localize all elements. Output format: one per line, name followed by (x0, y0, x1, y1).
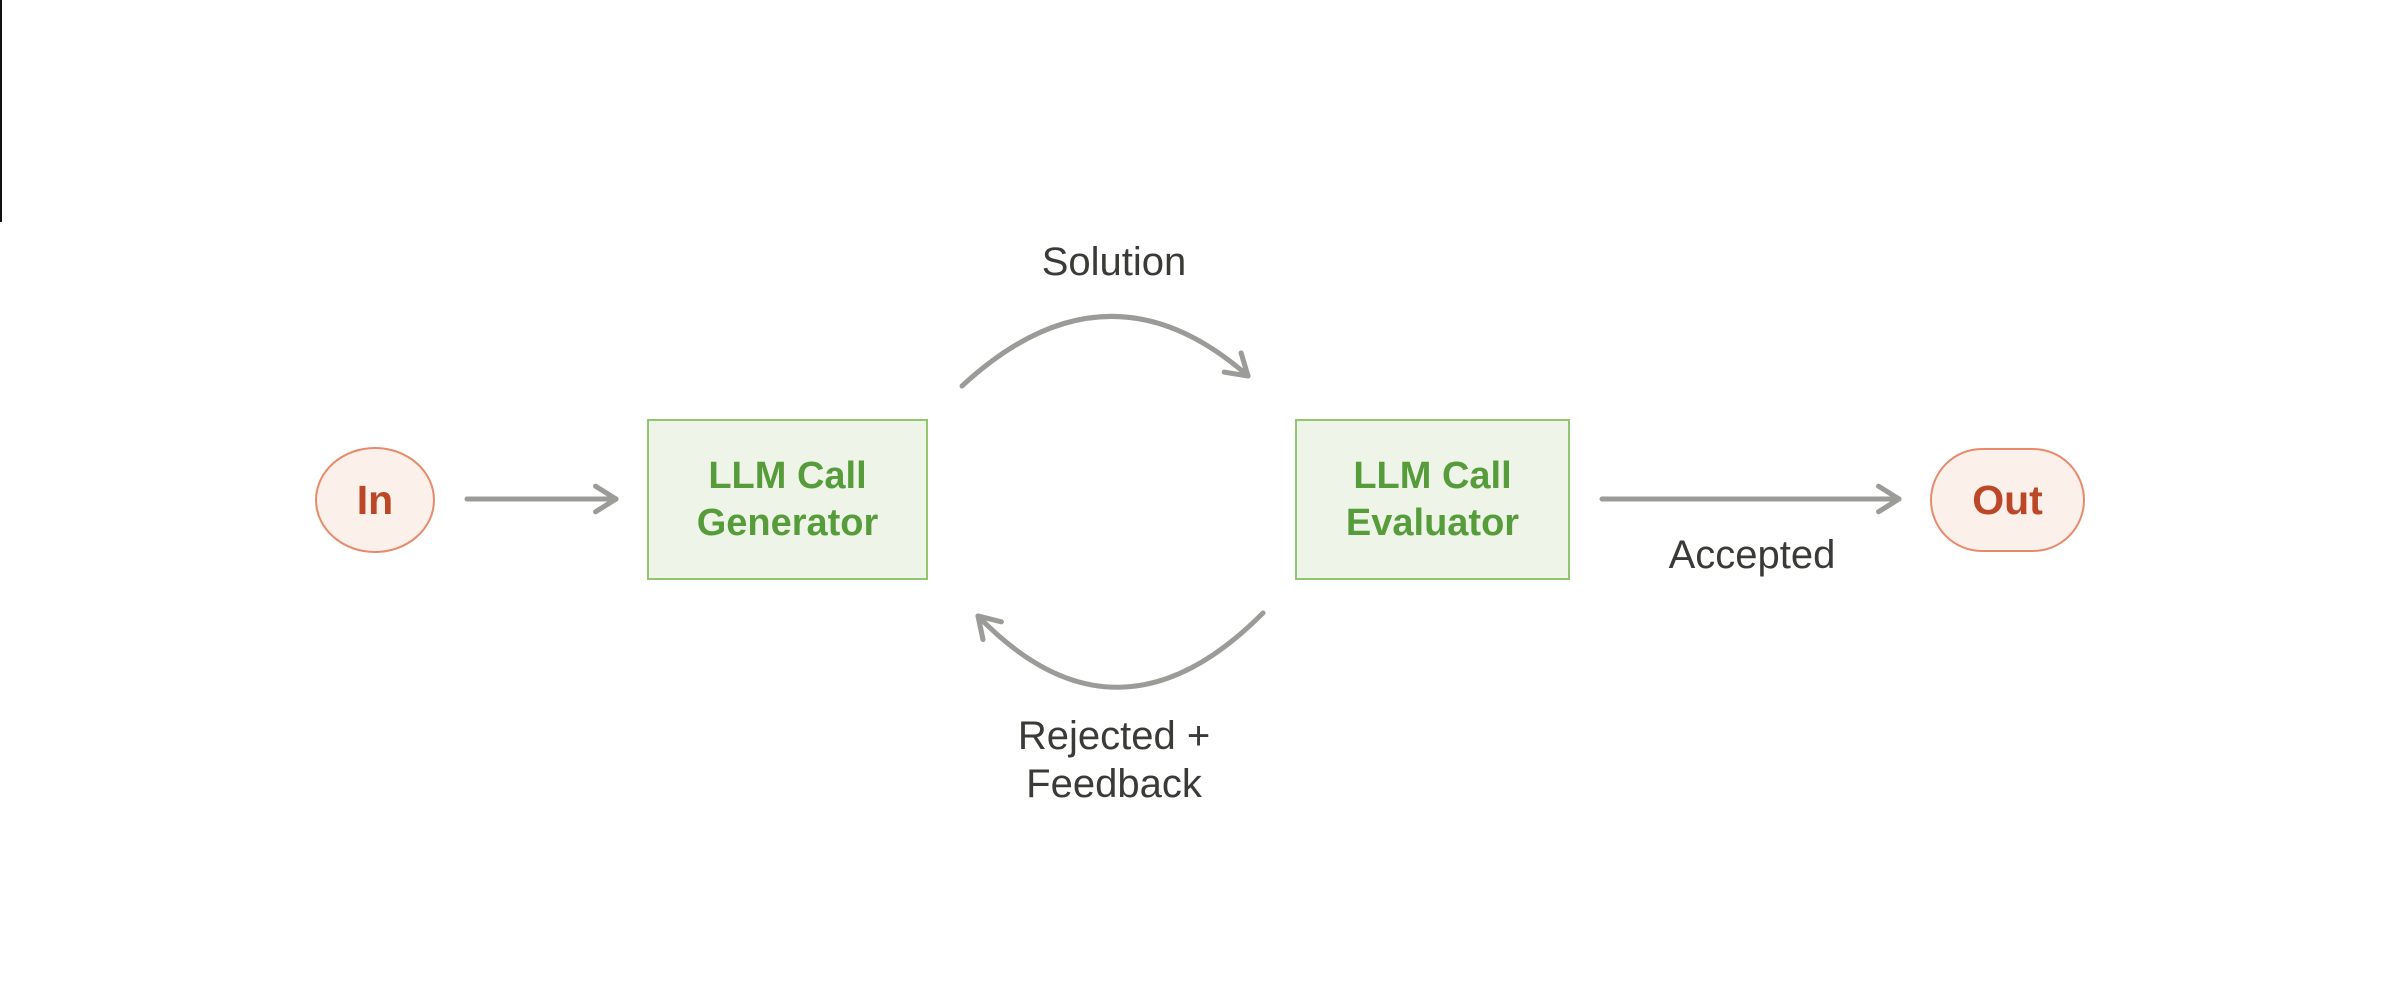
out-node: Out (1930, 448, 2085, 552)
evaluator-node: LLM Call Evaluator (1295, 419, 1570, 580)
in-node-label: In (356, 476, 394, 523)
accepted-edge-label: Accepted (1668, 533, 1836, 577)
arrow-solution-curve (959, 313, 1251, 389)
out-node-label: Out (1972, 476, 2043, 523)
generator-node-label: LLM Call Generator (696, 454, 879, 544)
rejected-edge-label: Rejected + Feedback (1017, 714, 1211, 806)
generator-node: LLM Call Generator (647, 419, 928, 580)
in-node: In (315, 447, 435, 553)
arrow-rejected-curve (975, 610, 1266, 690)
solution-edge-label: Solution (1041, 240, 1187, 284)
evaluator-node-label: LLM Call Evaluator (1345, 454, 1520, 544)
screen-edge-line (0, 0, 2, 222)
